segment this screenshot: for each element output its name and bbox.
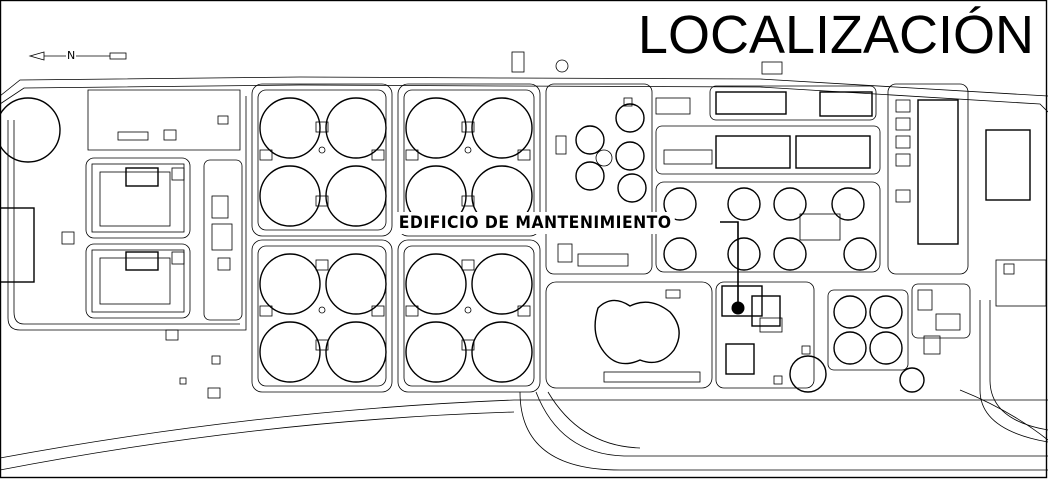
upper-right-buildings — [655, 85, 881, 175]
tank-left — [0, 97, 61, 163]
utility-strip — [203, 159, 243, 321]
tank-farm-1 — [251, 83, 393, 237]
perimeter-road-inner — [0, 84, 1048, 113]
tank-farm-4 — [397, 239, 541, 393]
callout-leader — [720, 221, 739, 308]
north-arrow-icon — [28, 51, 127, 61]
location-marker-icon — [731, 301, 745, 315]
perimeter-road — [0, 76, 1048, 97]
map-title: LOCALIZACIÓN — [637, 5, 1034, 65]
basin-row — [655, 181, 881, 273]
tank-farm-3 — [251, 239, 393, 393]
north-label: N — [66, 49, 77, 62]
building-left — [0, 207, 35, 283]
callout-label: EDIFICIO DE MANTENIMIENTO — [396, 212, 675, 234]
maintenance-building — [715, 281, 815, 389]
block-a-boundary — [87, 89, 241, 151]
lower-complex — [545, 281, 713, 389]
process-block-left — [61, 157, 191, 319]
lower-right-tanks — [773, 283, 971, 393]
clarifier-cluster — [545, 83, 653, 275]
far-right-structures — [887, 83, 1047, 307]
